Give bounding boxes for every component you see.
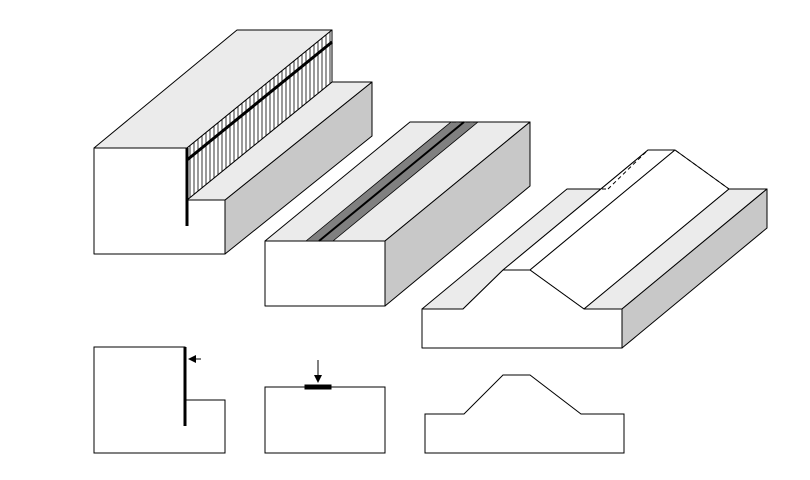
strip-slab-block bbox=[264, 121, 531, 307]
strip-slab-section-strip bbox=[304, 384, 332, 390]
fence-top-rail bbox=[186, 40, 333, 162]
fence-wall-block bbox=[93, 29, 373, 255]
strip-slab-section-outline bbox=[264, 386, 386, 454]
slab-front-face bbox=[264, 240, 386, 307]
fence-wall-section-outline bbox=[93, 346, 226, 454]
ridge-section bbox=[424, 374, 625, 454]
ridge-front-face bbox=[421, 269, 623, 349]
strip-center-line bbox=[318, 121, 465, 242]
strip-slab-section bbox=[264, 360, 386, 454]
fence-wall-section bbox=[93, 346, 226, 454]
ridge-block bbox=[421, 149, 768, 349]
ridge-back-edge-dashed bbox=[607, 149, 767, 190]
ridge-section-outline bbox=[424, 374, 625, 454]
